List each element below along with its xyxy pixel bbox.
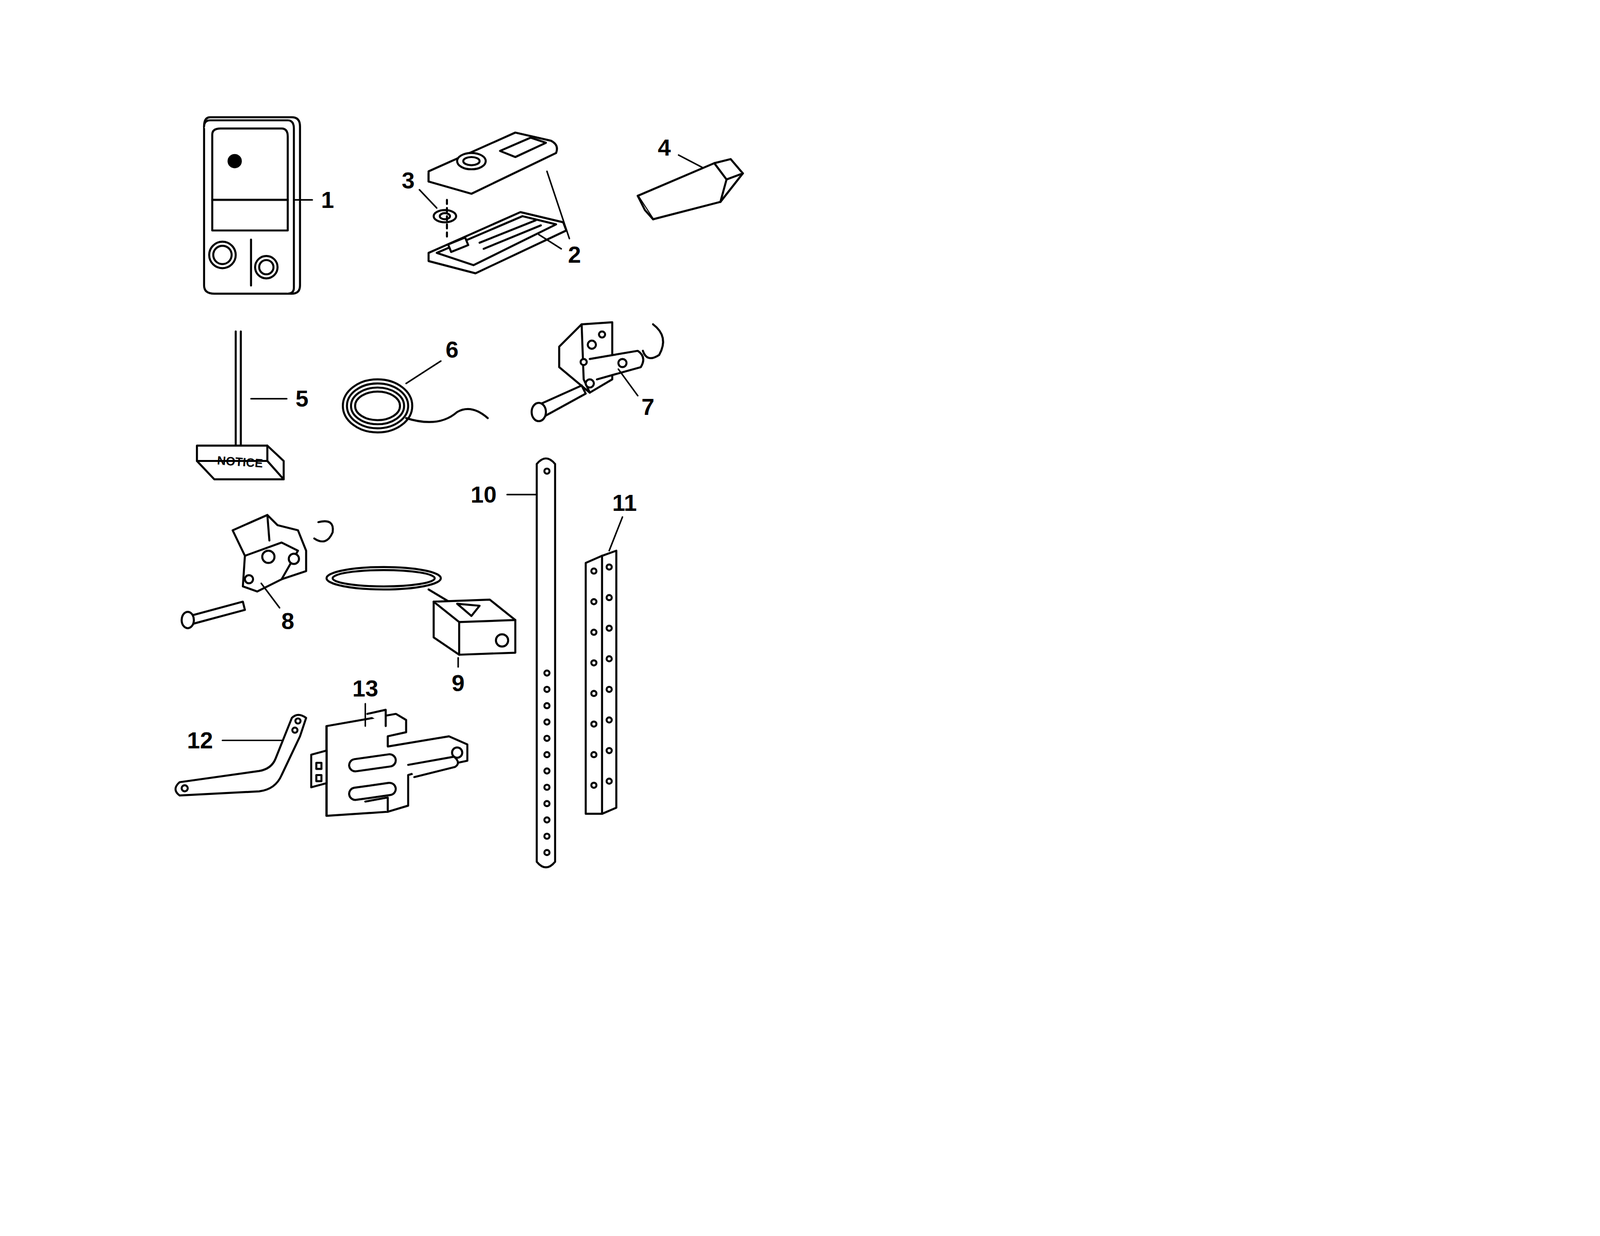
remote-transmitter [419,132,570,274]
callout-number: 1 [319,187,336,213]
angle-iron [585,517,623,815]
bell-wire-coil [342,361,488,433]
callout-number: 7 [639,394,657,420]
safety-sensor [326,567,515,668]
visor-clip [637,155,743,220]
wall-control [204,117,313,294]
callout-number: 4 [656,135,673,161]
callout-number: 3 [399,168,417,194]
door-arm-bracket [311,704,468,816]
emergency-release-rope [196,331,287,480]
callout-number: 9 [449,671,467,697]
callout-number: 6 [443,337,461,363]
callout-number: 13 [350,676,381,702]
callout-number: 5 [293,386,311,412]
callout-number: 10 [468,482,499,508]
callout-number: 12 [185,728,215,754]
notice-tag-text: NOTICE [216,454,264,471]
door-bracket [531,322,663,422]
curved-door-arm [175,715,306,796]
perforated-strap [507,458,556,868]
callout-number: 2 [566,242,584,268]
callout-number: 11 [610,490,640,516]
header-bracket [181,515,334,629]
callout-number: 8 [279,608,297,635]
